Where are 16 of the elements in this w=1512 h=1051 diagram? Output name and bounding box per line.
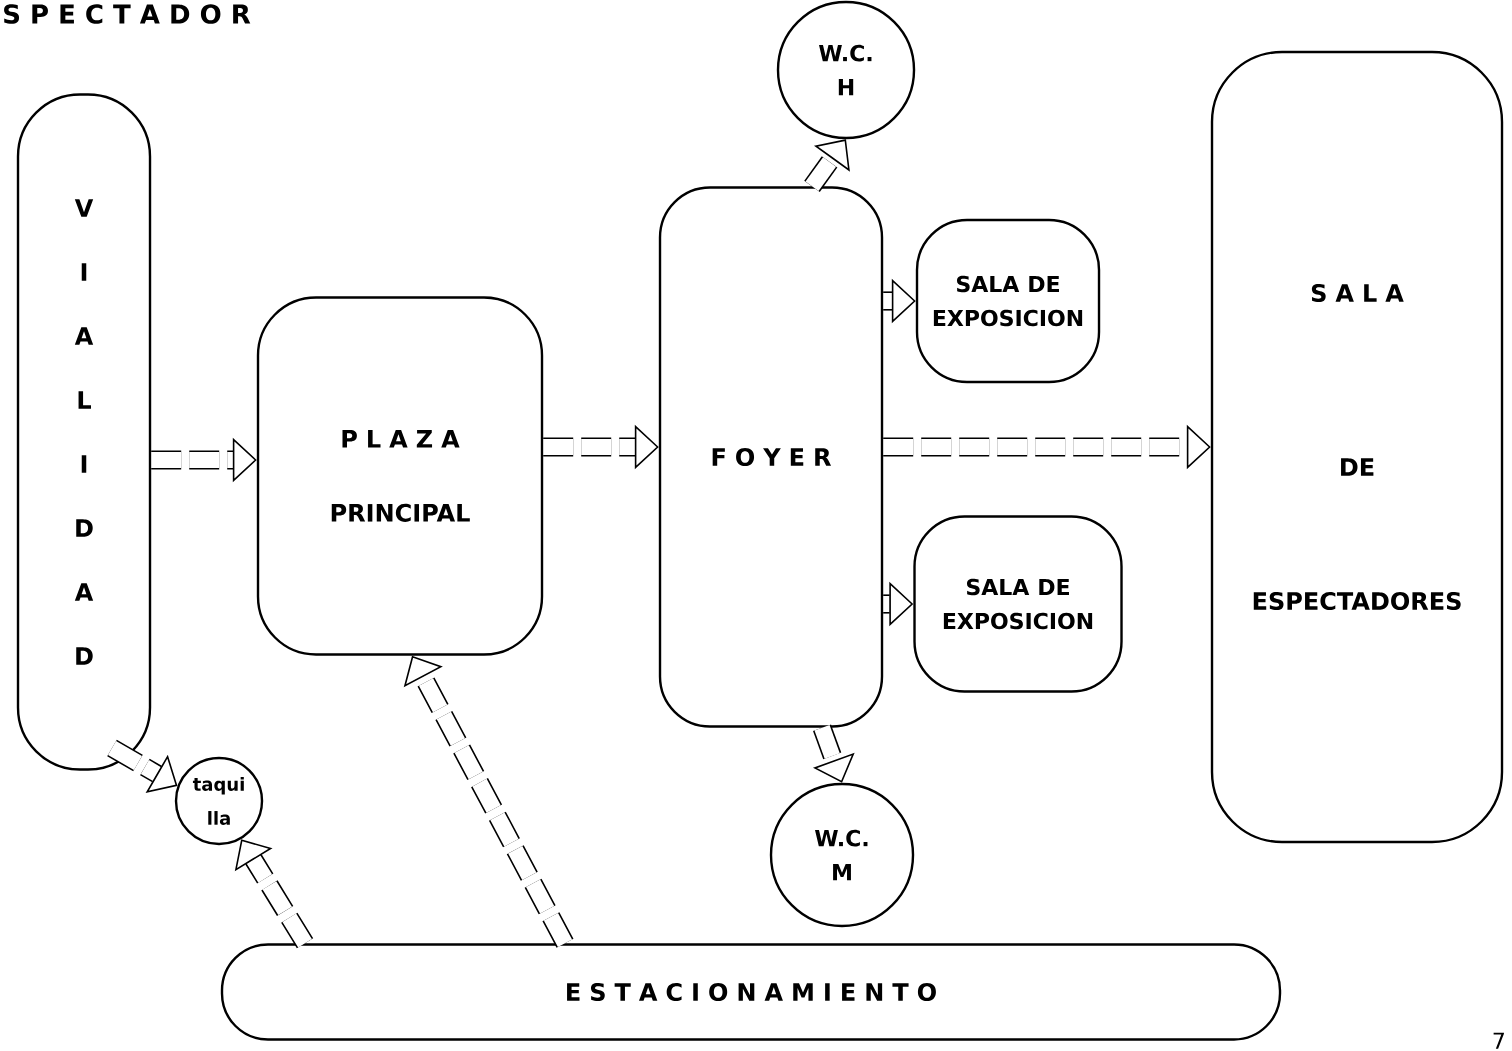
- block-arrow: [813, 724, 855, 783]
- rounded-box: S A L A DE ESPECTADORES: [1210, 50, 1504, 844]
- rounded-box: V I A L I D A D: [16, 93, 152, 771]
- circle-node: taqui lla: [174, 756, 264, 846]
- rounded-box: SALA DE EXPOSICION: [915, 218, 1101, 384]
- rounded-box: E S T A C I O N A M I E N T O: [220, 943, 1282, 1041]
- block-arrow: [234, 839, 314, 949]
- rounded-box: F O Y E R: [658, 186, 884, 728]
- rounded-box: SALA DE EXPOSICION: [913, 515, 1123, 693]
- block-arrow: [804, 139, 850, 192]
- circle-node: W.C. M: [769, 782, 915, 928]
- block-arrow: [403, 655, 574, 948]
- heading: S P E C T A D O R: [4, 4, 251, 24]
- circle-node: W.C. H: [776, 0, 916, 140]
- rounded-box: P L A Z A PRINCIPAL: [256, 296, 544, 656]
- page-number: 7: [1493, 1032, 1504, 1049]
